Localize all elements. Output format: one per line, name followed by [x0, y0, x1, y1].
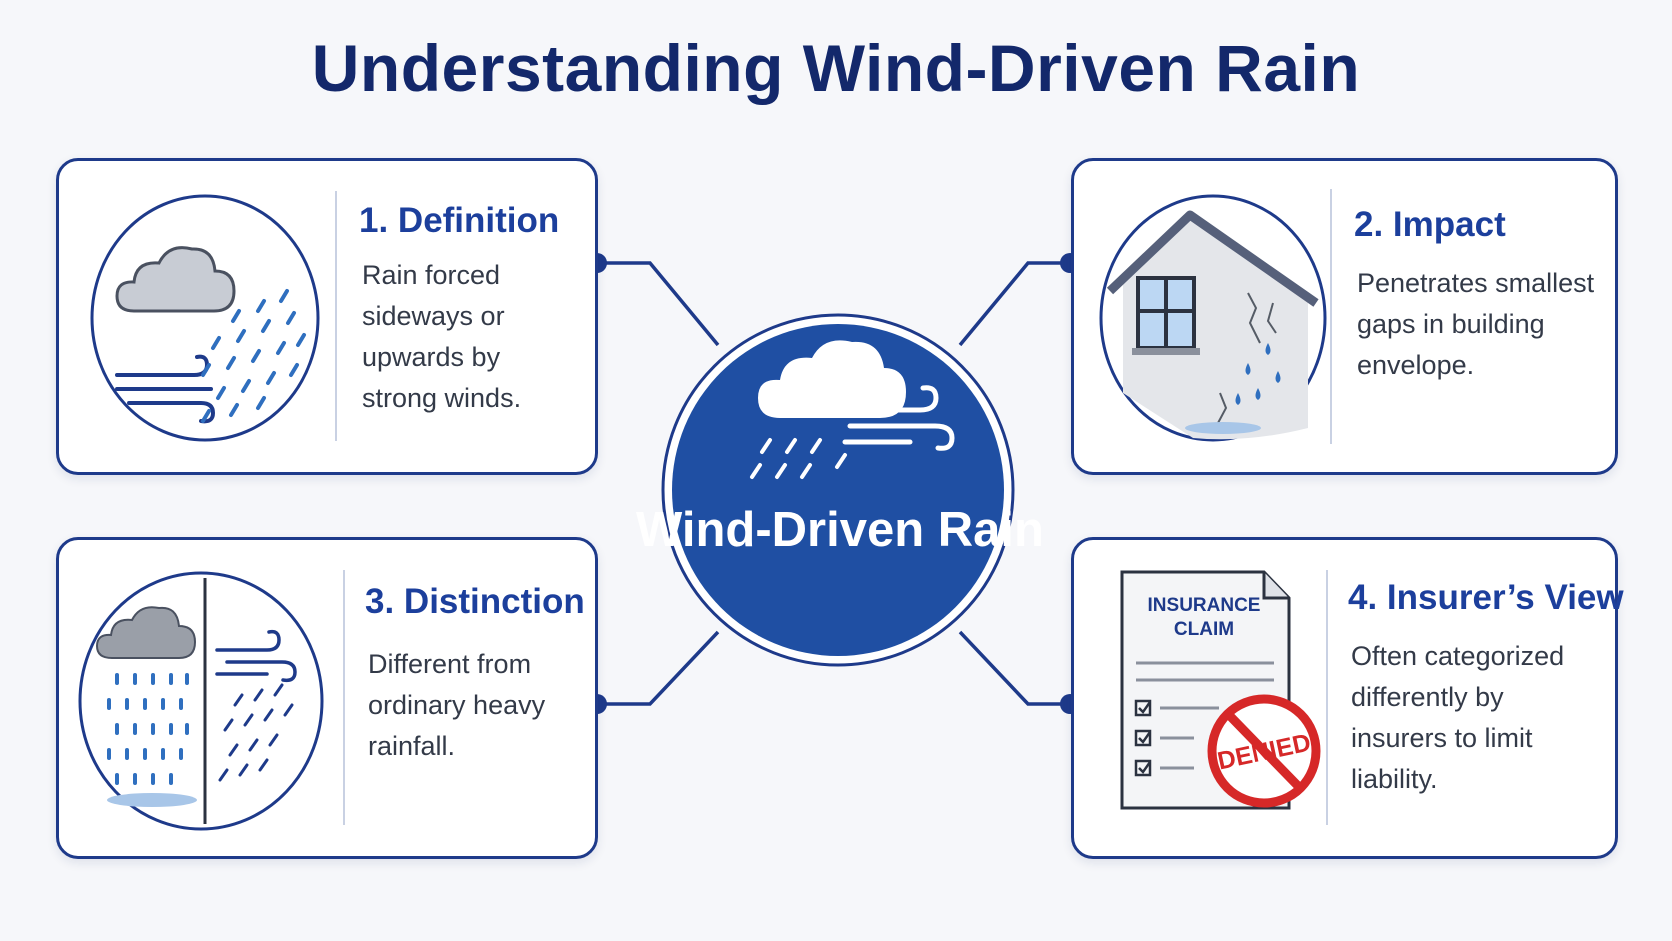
- center-label: Wind-Driven Rain: [636, 503, 1044, 557]
- card-divider: [335, 191, 337, 441]
- cloud-wind-rain-icon: [89, 193, 321, 443]
- card-divider: [343, 570, 345, 825]
- card-distinction: 3. Distinction Different from ordinary h…: [56, 537, 598, 859]
- card-divider: [1330, 189, 1332, 444]
- card-body-definition: Rain forced sideways or upwards by stron…: [362, 260, 522, 413]
- connector-insurer: [958, 630, 1070, 706]
- center-cloud-wind-rain-icon: [750, 340, 955, 479]
- connector-distinction: [597, 630, 720, 706]
- insurance-claim-denied-icon: INSURANCE CLAIM DENIED: [1114, 568, 1334, 838]
- page-title: Understanding Wind-Driven Rain: [311, 31, 1361, 105]
- house-leak-icon: [1098, 193, 1328, 443]
- card-title-distinction: 3. Distinction: [365, 582, 585, 621]
- card-body-distinction: Different from ordinary heavy rainfall.: [368, 649, 546, 761]
- card-title-definition: 1. Definition: [359, 201, 560, 240]
- card-definition: 1. Definition Rain forced sideways or up…: [56, 158, 598, 475]
- rain-comparison-icon: [77, 570, 325, 832]
- card-body-insurer-view: Often categorized differently by insurer…: [1351, 641, 1565, 794]
- connector-definition: [595, 261, 720, 347]
- card-body-impact: Penetrates smallest gaps in building env…: [1357, 268, 1595, 380]
- card-insurer-view: INSURANCE CLAIM DENIED: [1071, 537, 1624, 859]
- connector-impact: [958, 261, 1070, 347]
- card-title-impact: 2. Impact: [1354, 205, 1506, 244]
- card-title-insurer-view: 4. Insurer’s View: [1348, 578, 1624, 617]
- claim-doc-line2: CLAIM: [1174, 619, 1234, 640]
- card-impact: 2. Impact Penetrates smallest gaps in bu…: [1071, 158, 1618, 475]
- card-divider: [1326, 570, 1328, 825]
- claim-doc-line1: INSURANCE: [1148, 595, 1261, 616]
